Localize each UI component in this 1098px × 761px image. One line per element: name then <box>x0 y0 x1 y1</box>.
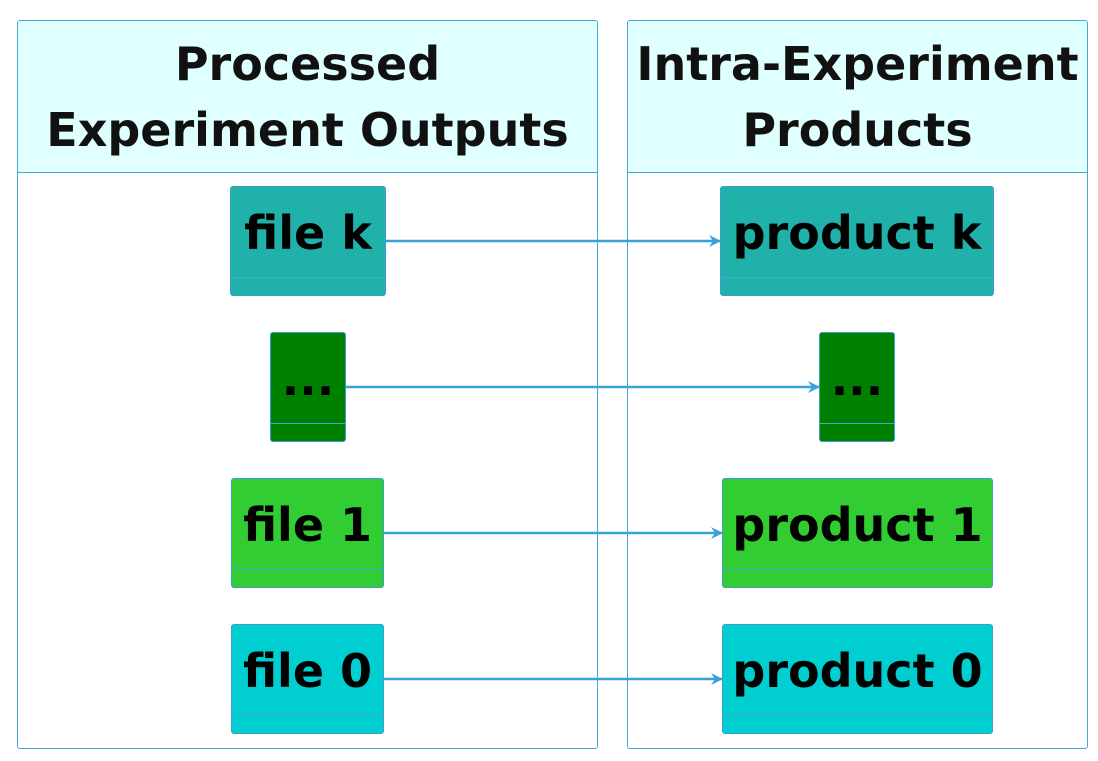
node-divider <box>723 715 992 716</box>
node-divider <box>721 277 993 278</box>
node-label: file 0 <box>242 644 373 698</box>
processed-experiment-outputs-panel: Processed Experiment Outputs <box>17 20 598 749</box>
node-file-k[interactable]: file k <box>230 186 386 296</box>
node-label: ... <box>281 352 335 406</box>
node-label: product 0 <box>732 644 983 698</box>
node-product-1[interactable]: product 1 <box>722 478 993 588</box>
panel-title-intra-experiment-products: Intra-Experiment Products <box>628 21 1087 173</box>
node-label: product k <box>732 206 982 260</box>
node-ellipsis-source[interactable]: ... <box>270 332 346 442</box>
node-divider <box>232 569 383 570</box>
node-label: product 1 <box>732 498 983 552</box>
node-label: file k <box>244 206 372 260</box>
node-product-k[interactable]: product k <box>720 186 994 296</box>
node-file-1[interactable]: file 1 <box>231 478 384 588</box>
node-label: ... <box>830 352 884 406</box>
node-divider <box>820 423 894 424</box>
node-product-0[interactable]: product 0 <box>722 624 993 734</box>
node-divider <box>231 277 385 278</box>
node-ellipsis-target[interactable]: ... <box>819 332 895 442</box>
node-file-0[interactable]: file 0 <box>231 624 384 734</box>
node-divider <box>271 423 345 424</box>
node-label: file 1 <box>242 498 373 552</box>
node-divider <box>232 715 383 716</box>
panel-title-processed-experiment-outputs: Processed Experiment Outputs <box>18 21 597 173</box>
node-divider <box>723 569 992 570</box>
